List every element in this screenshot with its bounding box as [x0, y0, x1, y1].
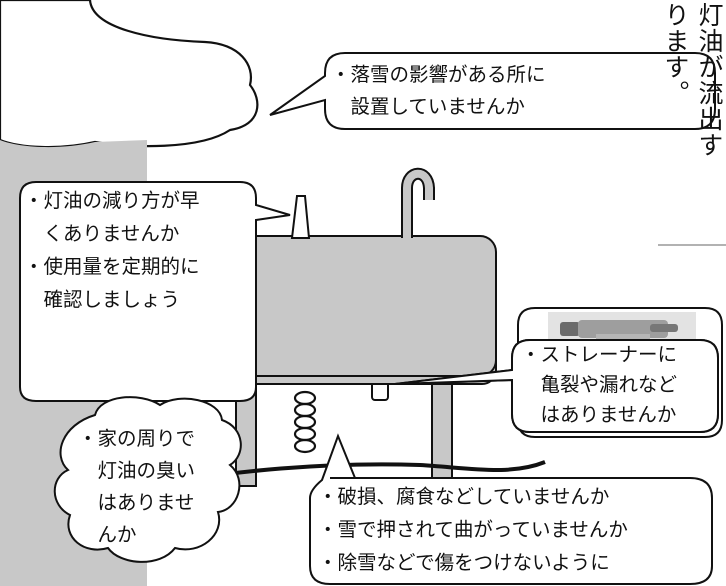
usage-line-1: ・灯油の減り方が早 — [24, 189, 200, 212]
usage-line-2: くありませんか — [24, 222, 180, 245]
spring-coil — [293, 390, 317, 454]
usage-line-3: ・使用量を定期的に — [24, 255, 200, 278]
strainer-callout-front — [394, 339, 719, 433]
pipe-callout — [309, 433, 713, 585]
vent-cap — [290, 195, 311, 239]
smell-line-2: 灯油の臭い — [78, 459, 196, 482]
pipe-line-2: ・雪で押されて曲がっていませんか — [318, 518, 628, 541]
pipe-line-3: ・除雪などで傷をつけないように — [318, 551, 610, 574]
strainer-line-2: 亀裂や漏れなど — [521, 373, 678, 396]
usage-line-4: 確認しましょう — [24, 288, 181, 311]
kerosene-usage-callout — [19, 181, 291, 402]
fill-pipe-inner — [403, 169, 433, 238]
snow-on-roof — [0, 0, 259, 149]
snow-line-1: ・落雪の影響がある所に — [331, 63, 546, 86]
tank-leg-right — [431, 379, 453, 487]
smell-line-3: はありませ — [78, 491, 195, 514]
smell-callout — [53, 396, 242, 563]
smell-line-1: ・家の周りで — [78, 427, 196, 450]
side-text-col1: 灯油が流出す — [695, 2, 724, 158]
roof-shadow — [0, 140, 147, 190]
smell-line-4: んか — [78, 523, 137, 546]
strainer-line-1: ・ストレーナーに — [521, 343, 678, 366]
pipe-line-1: ・破損、腐食などしていませんか — [318, 485, 610, 508]
snow-callout — [269, 52, 716, 130]
strainer-line-3: はありませんか — [521, 403, 677, 426]
side-text-col2: ります。 — [661, 2, 690, 106]
snow-line-2: 設置していませんか — [331, 95, 525, 118]
